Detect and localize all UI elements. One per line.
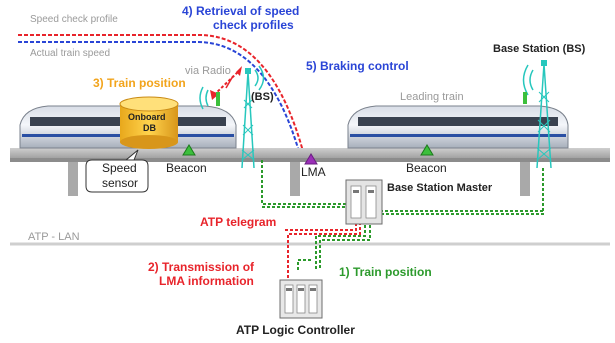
onboard-db-line2: DB: [143, 123, 156, 133]
atp-lan-label: ATP - LAN: [28, 231, 80, 243]
train-position-path: [261, 160, 544, 270]
lma-marker-icon: [304, 153, 318, 165]
step-retrieval-line1: 4) Retrieval of speed: [182, 4, 300, 18]
legend-speed-check-profile: Speed check profile: [30, 14, 118, 25]
beacon-left-label: Beacon: [166, 161, 207, 175]
speed-sensor-callout: [85, 149, 149, 193]
step-braking-control: 5) Braking control: [306, 59, 409, 73]
atp-logic-controller-icon: [279, 279, 323, 319]
via-radio-label: via Radio: [185, 65, 231, 77]
beacon-left-icon: [182, 144, 196, 156]
antenna-onboard-icon: [199, 86, 220, 110]
radio-link-icon: [210, 66, 242, 100]
beacon-right-label: Beacon: [406, 161, 447, 175]
base-station-master-icon: [345, 179, 383, 225]
speed-check-profile-curve: [18, 34, 305, 156]
onboard-db-line1: Onboard: [128, 112, 166, 122]
step-transmission-line2: LMA information: [159, 274, 254, 288]
leading-train: [347, 105, 569, 149]
speed-sensor-line1: Speed: [102, 161, 137, 175]
leading-train-label: Leading train: [400, 91, 464, 103]
step-retrieval-line2: check profiles: [213, 18, 294, 32]
legend-actual-train-speed: Actual train speed: [30, 48, 111, 59]
lma-label: LMA: [301, 165, 326, 179]
step-train-position-onboard: 3) Train position: [93, 76, 186, 90]
actual-train-speed-curve: [18, 41, 301, 156]
step-transmission-line1: 2) Transmission of: [148, 260, 255, 274]
beacon-right-icon: [420, 144, 434, 156]
speed-sensor-line2: sensor: [102, 176, 139, 190]
onboard-db-icon: [119, 96, 179, 149]
base-station-label: Base Station (BS): [493, 43, 586, 55]
base-station-tower-left: [241, 65, 265, 169]
bs-short-label: (BS): [251, 91, 274, 103]
base-station-master-label: Base Station Master: [387, 182, 493, 194]
step-train-position-wayside: 1) Train position: [339, 265, 432, 279]
atp-telegram-label: ATP telegram: [200, 215, 277, 229]
atp-logic-controller-label: ATP Logic Controller: [236, 323, 355, 337]
base-station-tower-right: [522, 60, 552, 169]
atp-telegram-path: [284, 218, 361, 282]
